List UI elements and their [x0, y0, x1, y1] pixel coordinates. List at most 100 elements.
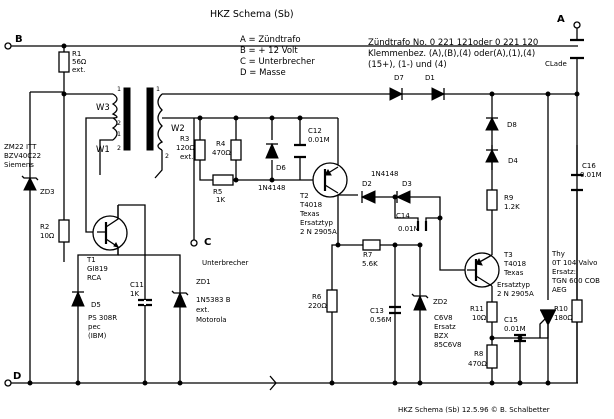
- r3-note: ext.: [180, 153, 193, 161]
- thyristor-thy: Thy 0T 104 Valvo Ersatz: TGN 600 COB AEG: [539, 250, 600, 338]
- capacitor-c14: C14 0.01M: [396, 212, 428, 233]
- d6-label: D6: [276, 164, 286, 172]
- clade-label: CLade: [545, 60, 567, 68]
- c11-label: C11: [130, 281, 144, 289]
- c11-value: 1K: [130, 290, 139, 298]
- diode-d8: D8: [485, 116, 517, 131]
- legend-line: C = Unterbrecher: [240, 57, 315, 67]
- legend-line: A = Zündtrafo: [240, 35, 301, 45]
- zener-zd1: ZD1 1N5383 B ext. Motorola: [171, 278, 231, 324]
- c14-value: 0.01M: [398, 225, 420, 233]
- c16-value: 0.01M: [580, 171, 602, 179]
- zd2-type: C6V8: [434, 314, 453, 322]
- diode-d4: D4: [485, 130, 518, 190]
- d6-type: 1N4148: [258, 184, 286, 192]
- resistor-r1: R1 56Ω ext.: [58, 50, 87, 74]
- c16-label: C16: [582, 162, 596, 170]
- d5-maker: pec: [88, 323, 101, 331]
- zd2-label: ZD2: [433, 298, 448, 306]
- capacitor-c12: C12 0.01M: [294, 127, 330, 159]
- diode-d3: D3: [395, 180, 412, 204]
- diode-d6: D6 1N4148: [258, 142, 286, 192]
- capacitor-c13: C13 0.56M: [370, 305, 401, 324]
- w3-label: W3: [96, 103, 110, 113]
- r1-value: 56Ω: [72, 58, 87, 66]
- resistor-r8: R8 470Ω: [468, 344, 498, 369]
- c14-label: C14: [396, 212, 410, 220]
- t1-maker: RCA: [87, 274, 101, 282]
- r9-value: 1.2K: [504, 203, 520, 211]
- r11-value: 10Ω: [472, 314, 487, 322]
- zd1-label: ZD1: [196, 278, 211, 286]
- resistor-r9: R9 1.2K: [486, 189, 520, 211]
- t1-label: T1: [86, 256, 96, 264]
- terminal-c-sublabel: Unterbrecher: [202, 259, 249, 267]
- terminal-d-label: D: [13, 371, 21, 382]
- t2-maker: Texas: [299, 210, 320, 218]
- zd3-type1: ZM22 ITT: [4, 143, 37, 151]
- resistor-r4: R4 470Ω: [212, 139, 242, 161]
- r6-label: R6: [312, 293, 322, 301]
- t3-type: T4018: [503, 260, 526, 268]
- resistor-r3: R3 120Ω ext.: [176, 135, 206, 161]
- resistor-r6: R6 220Ω: [308, 289, 338, 313]
- t3-maker: Texas: [503, 269, 524, 277]
- capacitor-c11: C11 1K: [130, 281, 152, 307]
- terminal-legend: A = Zündtrafo B = + 12 Volt C = Unterbre…: [240, 35, 315, 78]
- r9-label: R9: [504, 194, 513, 202]
- zener-zd2: ZD2 C6V8 Ersatz BZX 85C6V8: [411, 293, 462, 349]
- transistor-t1: T1 GI819 RCA: [86, 205, 128, 282]
- r2-value: 10Ω: [40, 232, 55, 240]
- resistor-r7: R7 5.6K: [362, 239, 381, 268]
- zener-zd3: ZM22 ITT BZV40C22 Siemens ZD3: [4, 143, 55, 196]
- diode-d7: D7: [389, 74, 404, 101]
- resistor-r2: R2 10Ω: [40, 219, 70, 243]
- pin-2: 2: [117, 120, 121, 127]
- c15-label: C15: [504, 316, 518, 324]
- transistor-t3: T3 T4018 Texas Ersatztyp 2 N 2905A: [464, 251, 534, 298]
- zd3-label: ZD3: [40, 188, 55, 196]
- r8-value: 470Ω: [468, 360, 487, 368]
- r5-label: R5: [213, 188, 222, 196]
- pin-2b: 2: [117, 145, 121, 152]
- d2-type: 1N4148: [371, 170, 399, 178]
- d8-label: D8: [507, 121, 517, 129]
- r5-value: 1K: [216, 196, 225, 204]
- t2-alt: Ersatztyp: [300, 219, 334, 227]
- d5-maker2: (IBM): [88, 332, 107, 340]
- thy-alt: Ersatz:: [552, 268, 576, 276]
- resistor-r10: R10 180Ω: [554, 299, 583, 323]
- zd2-alt3: 85C6V8: [434, 341, 462, 349]
- r11-label: R11: [470, 305, 484, 313]
- zd1-maker: Motorola: [196, 316, 227, 324]
- c13-label: C13: [370, 307, 384, 315]
- t3-alt-type: 2 N 2905A: [497, 290, 534, 298]
- r4-value: 470Ω: [212, 149, 231, 157]
- coil-note-line: Klemmenbez. (A),(B),(4) oder(A),(1),(4): [368, 49, 535, 59]
- thy-type: 0T 104 Valvo: [552, 259, 597, 267]
- legend-line: D = Masse: [240, 68, 286, 78]
- c12-label: C12: [308, 127, 322, 135]
- zd1-note: ext.: [196, 306, 209, 314]
- t3-label: T3: [503, 251, 513, 259]
- ignition-transformer: W3 W1 W2 1 2 2 1 1 2: [96, 86, 185, 160]
- zd1-type: 1N5383 B: [196, 296, 231, 304]
- d2-label: D2: [362, 180, 372, 188]
- d7-label: D7: [394, 74, 404, 82]
- terminal-d: D: [4, 371, 21, 387]
- r8-label: R8: [474, 350, 483, 358]
- zd2-alt: Ersatz: [434, 323, 456, 331]
- r10-label: R10: [554, 305, 568, 313]
- c13-value: 0.56M: [370, 316, 392, 324]
- w2-label: W2: [171, 124, 185, 134]
- zd3-maker: Siemens: [4, 161, 34, 169]
- pin-1: 1: [117, 86, 121, 93]
- resistor-r11: R11 10Ω: [470, 301, 498, 323]
- terminal-c: C Unterbrecher: [190, 237, 249, 267]
- d5-label: D5: [91, 301, 101, 309]
- d5-type: PS 308R: [88, 314, 117, 322]
- r7-value: 5.6K: [362, 260, 378, 268]
- d3-label: D3: [402, 180, 412, 188]
- coil-note: Zündtrafo No. 0 221 121oder 0 221 120 Kl…: [368, 38, 538, 70]
- terminal-a-label: A: [557, 14, 565, 25]
